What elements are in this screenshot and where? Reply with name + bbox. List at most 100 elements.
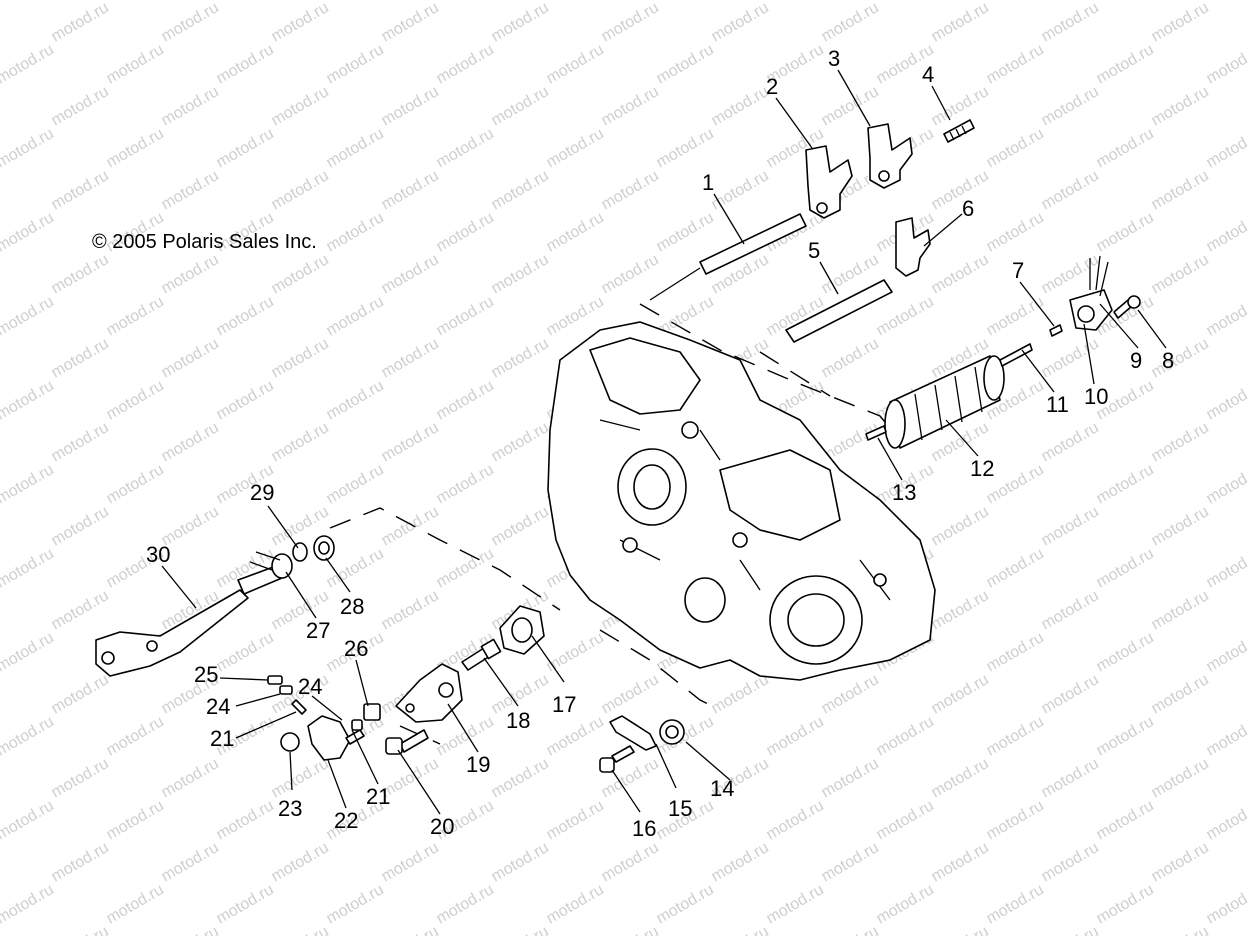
callout-21-b: 21 <box>366 784 390 809</box>
watermark-text: motod.ru <box>0 251 2 297</box>
shift-shaft-30 <box>95 565 283 677</box>
callout-16: 16 <box>632 816 656 841</box>
watermark-text: motod.ru <box>544 797 607 843</box>
callout-19: 19 <box>466 752 490 777</box>
watermark-text: motod.ru <box>764 0 827 3</box>
watermark-text: motod.ru <box>489 83 552 129</box>
callout-24-a: 24 <box>206 694 230 719</box>
watermark-text: motod.ru <box>49 0 112 45</box>
watermark-text: motod.ru <box>1149 335 1212 381</box>
watermark-text: motod.ru <box>104 461 167 507</box>
bolt-20 <box>385 729 429 755</box>
watermark-text: motod.ru <box>324 0 387 3</box>
watermark-text: motod.ru <box>819 839 882 885</box>
watermark-text: motod.ru <box>159 167 222 213</box>
watermark-text: motod.ru <box>269 0 332 45</box>
watermark-text: motod.ru <box>379 419 442 465</box>
watermark-text: motod.ru <box>49 587 112 633</box>
watermark-text: motod.ru <box>599 923 662 936</box>
watermark-text: motod.ru <box>709 671 772 717</box>
callout-6: 6 <box>962 196 974 221</box>
callout-18: 18 <box>506 708 530 733</box>
callout-11: 11 <box>1046 392 1069 417</box>
watermark-text: motod.ru <box>0 881 57 927</box>
bolt-8 <box>1113 295 1141 319</box>
watermark-text: motod.ru <box>1149 83 1212 129</box>
callout-15: 15 <box>668 796 692 821</box>
watermark-text: motod.ru <box>104 293 167 339</box>
watermark-text: motod.ru <box>984 713 1047 759</box>
watermark-text: motod.ru <box>104 41 167 87</box>
watermark-text: motod.ru <box>379 83 442 129</box>
callout-leaders <box>161 69 1167 815</box>
watermark-text: motod.ru <box>489 419 552 465</box>
watermark-text: motod.ru <box>819 671 882 717</box>
watermark-text: motod.ru <box>1149 755 1212 801</box>
watermark-text: motod.ru <box>324 293 387 339</box>
watermark-text: motod.ru <box>0 293 57 339</box>
callout-21-a: 21 <box>210 726 234 751</box>
watermark-text: motod.ru <box>0 0 57 3</box>
callout-3: 3 <box>828 46 840 71</box>
watermark-text: motod.ru <box>269 755 332 801</box>
callout-29: 29 <box>250 480 274 505</box>
callout-23: 23 <box>278 796 302 821</box>
watermark-text: motod.ru <box>599 671 662 717</box>
watermark-text: motod.ru <box>1204 881 1248 927</box>
watermark-text: motod.ru <box>214 629 277 675</box>
watermark-text: motod.ru <box>929 251 992 297</box>
gear-17 <box>499 605 545 655</box>
watermark-text: motod.ru <box>269 839 332 885</box>
watermark-text: motod.ru <box>874 797 937 843</box>
watermark-text: motod.ru <box>269 83 332 129</box>
watermark-text: motod.ru <box>709 0 772 45</box>
callout-2: 2 <box>766 74 778 99</box>
watermark-text: motod.ru <box>489 251 552 297</box>
copyright-text: © 2005 Polaris Sales Inc. <box>92 231 317 253</box>
watermark-text: motod.ru <box>709 83 772 129</box>
watermark-text: motod.ru <box>0 587 2 633</box>
watermark-text: motod.ru <box>1094 797 1157 843</box>
watermark-text: motod.ru <box>929 167 992 213</box>
watermark-text: motod.ru <box>1149 251 1212 297</box>
watermark-text: motod.ru <box>1204 377 1248 423</box>
spring-4 <box>943 119 975 143</box>
callout-28: 28 <box>340 594 364 619</box>
watermark-text: motod.ru <box>984 209 1047 255</box>
watermark-text: motod.ru <box>1039 503 1102 549</box>
crankcase-housing <box>547 321 936 681</box>
watermark-text: motod.ru <box>1039 419 1102 465</box>
watermark-text: motod.ru <box>709 167 772 213</box>
watermark-text: motod.ru <box>104 0 167 3</box>
watermark-text: motod.ru <box>984 293 1047 339</box>
watermark-text: motod.ru <box>544 209 607 255</box>
watermark-text: motod.ru <box>159 251 222 297</box>
watermark-text: motod.ru <box>929 671 992 717</box>
watermark-text: motod.ru <box>159 755 222 801</box>
watermark-text: motod.ru <box>324 209 387 255</box>
watermark-text: motod.ru <box>0 713 57 759</box>
watermark-text: motod.ru <box>379 251 442 297</box>
watermark-text: motod.ru <box>1094 629 1157 675</box>
watermark-text: motod.ru <box>159 83 222 129</box>
watermark-text: motod.ru <box>1039 755 1102 801</box>
callout-8: 8 <box>1162 348 1174 373</box>
roller-26 <box>363 703 381 721</box>
watermark-text: motod.ru <box>929 923 992 936</box>
watermark-text: motod.ru <box>929 503 992 549</box>
watermark-text: motod.ru <box>764 713 827 759</box>
watermark-text: motod.ru <box>1149 0 1212 45</box>
watermark-text: motod.ru <box>0 629 57 675</box>
watermark-text: motod.ru <box>379 923 442 936</box>
watermark-text: motod.ru <box>159 335 222 381</box>
watermark-text: motod.ru <box>324 461 387 507</box>
watermark-text: motod.ru <box>1094 209 1157 255</box>
watermark-text: motod.ru <box>764 881 827 927</box>
callout-10: 10 <box>1084 384 1108 409</box>
watermark-text: motod.ru <box>984 545 1047 591</box>
watermark-text: motod.ru <box>874 0 937 3</box>
watermark-text: motod.ru <box>0 335 2 381</box>
watermark-text: motod.ru <box>1204 461 1248 507</box>
watermark-text: motod.ru <box>434 209 497 255</box>
watermark-text: motod.ru <box>104 881 167 927</box>
